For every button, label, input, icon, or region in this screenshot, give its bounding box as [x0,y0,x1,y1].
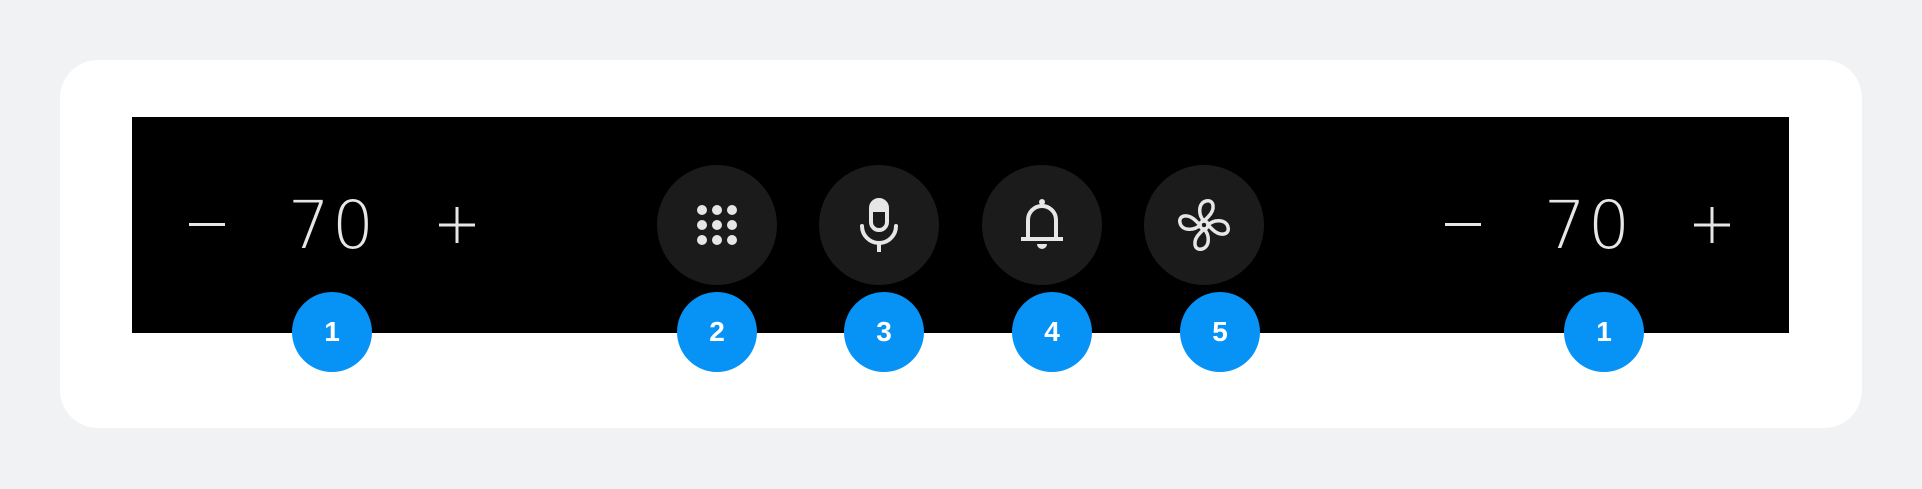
callout-badge-1-right: 1 [1564,292,1644,372]
fan-button[interactable] [1144,165,1264,285]
minus-icon [1445,223,1481,226]
dialpad-button[interactable] [657,165,777,285]
bell-button[interactable] [982,165,1102,285]
callout-badge-3: 3 [844,292,924,372]
left-increase-button[interactable] [422,117,492,333]
fan-icon [1178,199,1230,251]
minus-icon [189,223,225,226]
dialpad-icon [697,205,737,245]
right-temperature-value: 70 [1544,186,1632,264]
plus-icon [439,207,475,243]
plus-icon [1694,207,1730,243]
microphone-button[interactable] [819,165,939,285]
callout-badge-4: 4 [1012,292,1092,372]
bell-icon [1021,199,1063,249]
right-decrease-button[interactable] [1428,117,1498,333]
callout-badge-5: 5 [1180,292,1260,372]
left-temperature-value: 70 [288,186,376,264]
right-increase-button[interactable] [1677,117,1747,333]
callout-badge-2: 2 [677,292,757,372]
callout-badge-1-left: 1 [292,292,372,372]
left-decrease-button[interactable] [172,117,242,333]
control-bar [132,117,1789,333]
microphone-icon [860,198,898,252]
